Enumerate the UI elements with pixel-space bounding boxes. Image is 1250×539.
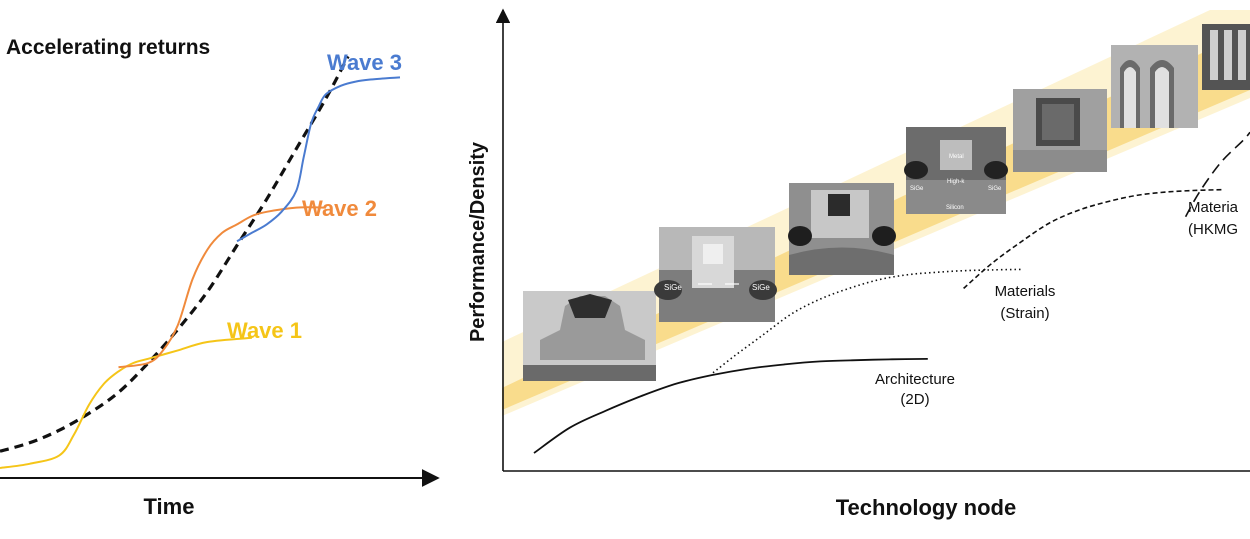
series-line-extension-3 [1184, 131, 1250, 218]
label-architecture-line2: (2D) [900, 391, 929, 408]
tem-photo-3 [788, 183, 896, 275]
left-chart: Accelerating returns Wave 3 Wave 2 Wave … [0, 36, 440, 519]
photo-label-sige-right-2: SiGe [988, 186, 1002, 192]
label-strain-line1: Materials [995, 283, 1056, 300]
photo-label-high-k: High-k [947, 179, 965, 185]
label-hkmg-line2: (HKMG [1188, 221, 1238, 238]
annotation-accelerating-returns: Accelerating returns [6, 36, 210, 59]
photo-label-sige-left-2: SiGe [910, 186, 924, 192]
series-line-wave-1 [0, 336, 252, 469]
photo-label-metal: Metal [949, 154, 964, 160]
series-line-materials-strain [712, 268, 1021, 374]
tem-photo-6 [1111, 45, 1198, 128]
label-architecture-line1: Architecture [875, 371, 955, 388]
photo-label-sige-right: SiGe [752, 283, 770, 292]
series-line-wave-2 [118, 206, 326, 369]
right-chart: SiGe SiGe Metal H [467, 8, 1250, 520]
right-x-axis-title: Technology node [836, 495, 1016, 520]
left-x-axis-title: Time [144, 494, 195, 519]
series-line-accelerating-returns [0, 55, 350, 453]
tem-photo-2: SiGe SiGe [654, 227, 777, 322]
tem-photo-4: Metal High-k SiGe SiGe Silicon [904, 127, 1008, 214]
tem-photo-7 [1202, 24, 1250, 90]
series-line-materials-hkmg [963, 188, 1222, 290]
left-series-group [0, 55, 401, 469]
photo-label-silicon: Silicon [946, 205, 964, 211]
series-label-wave-1: Wave 1 [227, 318, 302, 343]
series-line-architecture-2d [533, 358, 928, 454]
tem-photo-group: SiGe SiGe Metal H [523, 24, 1250, 381]
tem-photo-1 [523, 291, 656, 381]
right-y-axis-title: Performance/Density [467, 141, 489, 342]
series-label-wave-2: Wave 2 [302, 196, 377, 221]
label-hkmg-line1: Materia [1188, 199, 1239, 216]
series-label-wave-3: Wave 3 [327, 50, 402, 75]
series-line-wave-3 [236, 76, 401, 243]
right-series-group [533, 131, 1250, 454]
tem-photo-5 [1013, 89, 1107, 172]
photo-label-sige-left: SiGe [664, 283, 682, 292]
label-strain-line2: (Strain) [1000, 305, 1049, 322]
